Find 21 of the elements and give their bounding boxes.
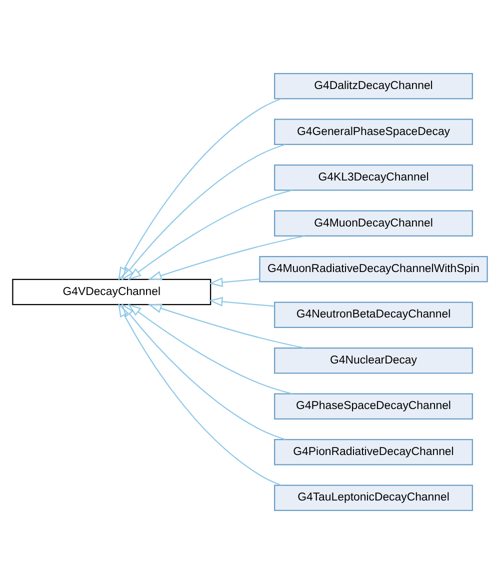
node-box: G4NuclearDecay: [274, 347, 473, 374]
arrow: [118, 98, 282, 281]
arrow: [208, 296, 274, 307]
node-box: G4DalitzDecayChannel: [274, 73, 473, 100]
arrow: [121, 303, 286, 440]
node-box: G4MuonDecayChannel: [274, 210, 473, 237]
arrow: [121, 144, 286, 281]
node-box: G4PionRadiativeDecayChannel: [274, 438, 473, 466]
arrow: [209, 278, 260, 288]
node-box: G4NeutronBetaDecayChannel: [274, 302, 473, 328]
node-box: G4KL3DecayChannel: [274, 164, 473, 191]
arrow: [148, 235, 305, 280]
arrow: [128, 190, 292, 280]
node-box: G4PhaseSpaceDecayChannel: [274, 393, 473, 420]
node-box: G4VDecayChannel: [12, 278, 212, 306]
arrow: [148, 304, 305, 349]
arrow: [128, 304, 292, 394]
node-box: G4GeneralPhaseSpaceDecay: [274, 118, 473, 146]
node-box: G4TauLeptonicDecayChannel: [274, 484, 473, 511]
arrow: [118, 303, 282, 486]
node-box: G4MuonRadiativeDecayChannelWithSpin: [259, 256, 488, 282]
